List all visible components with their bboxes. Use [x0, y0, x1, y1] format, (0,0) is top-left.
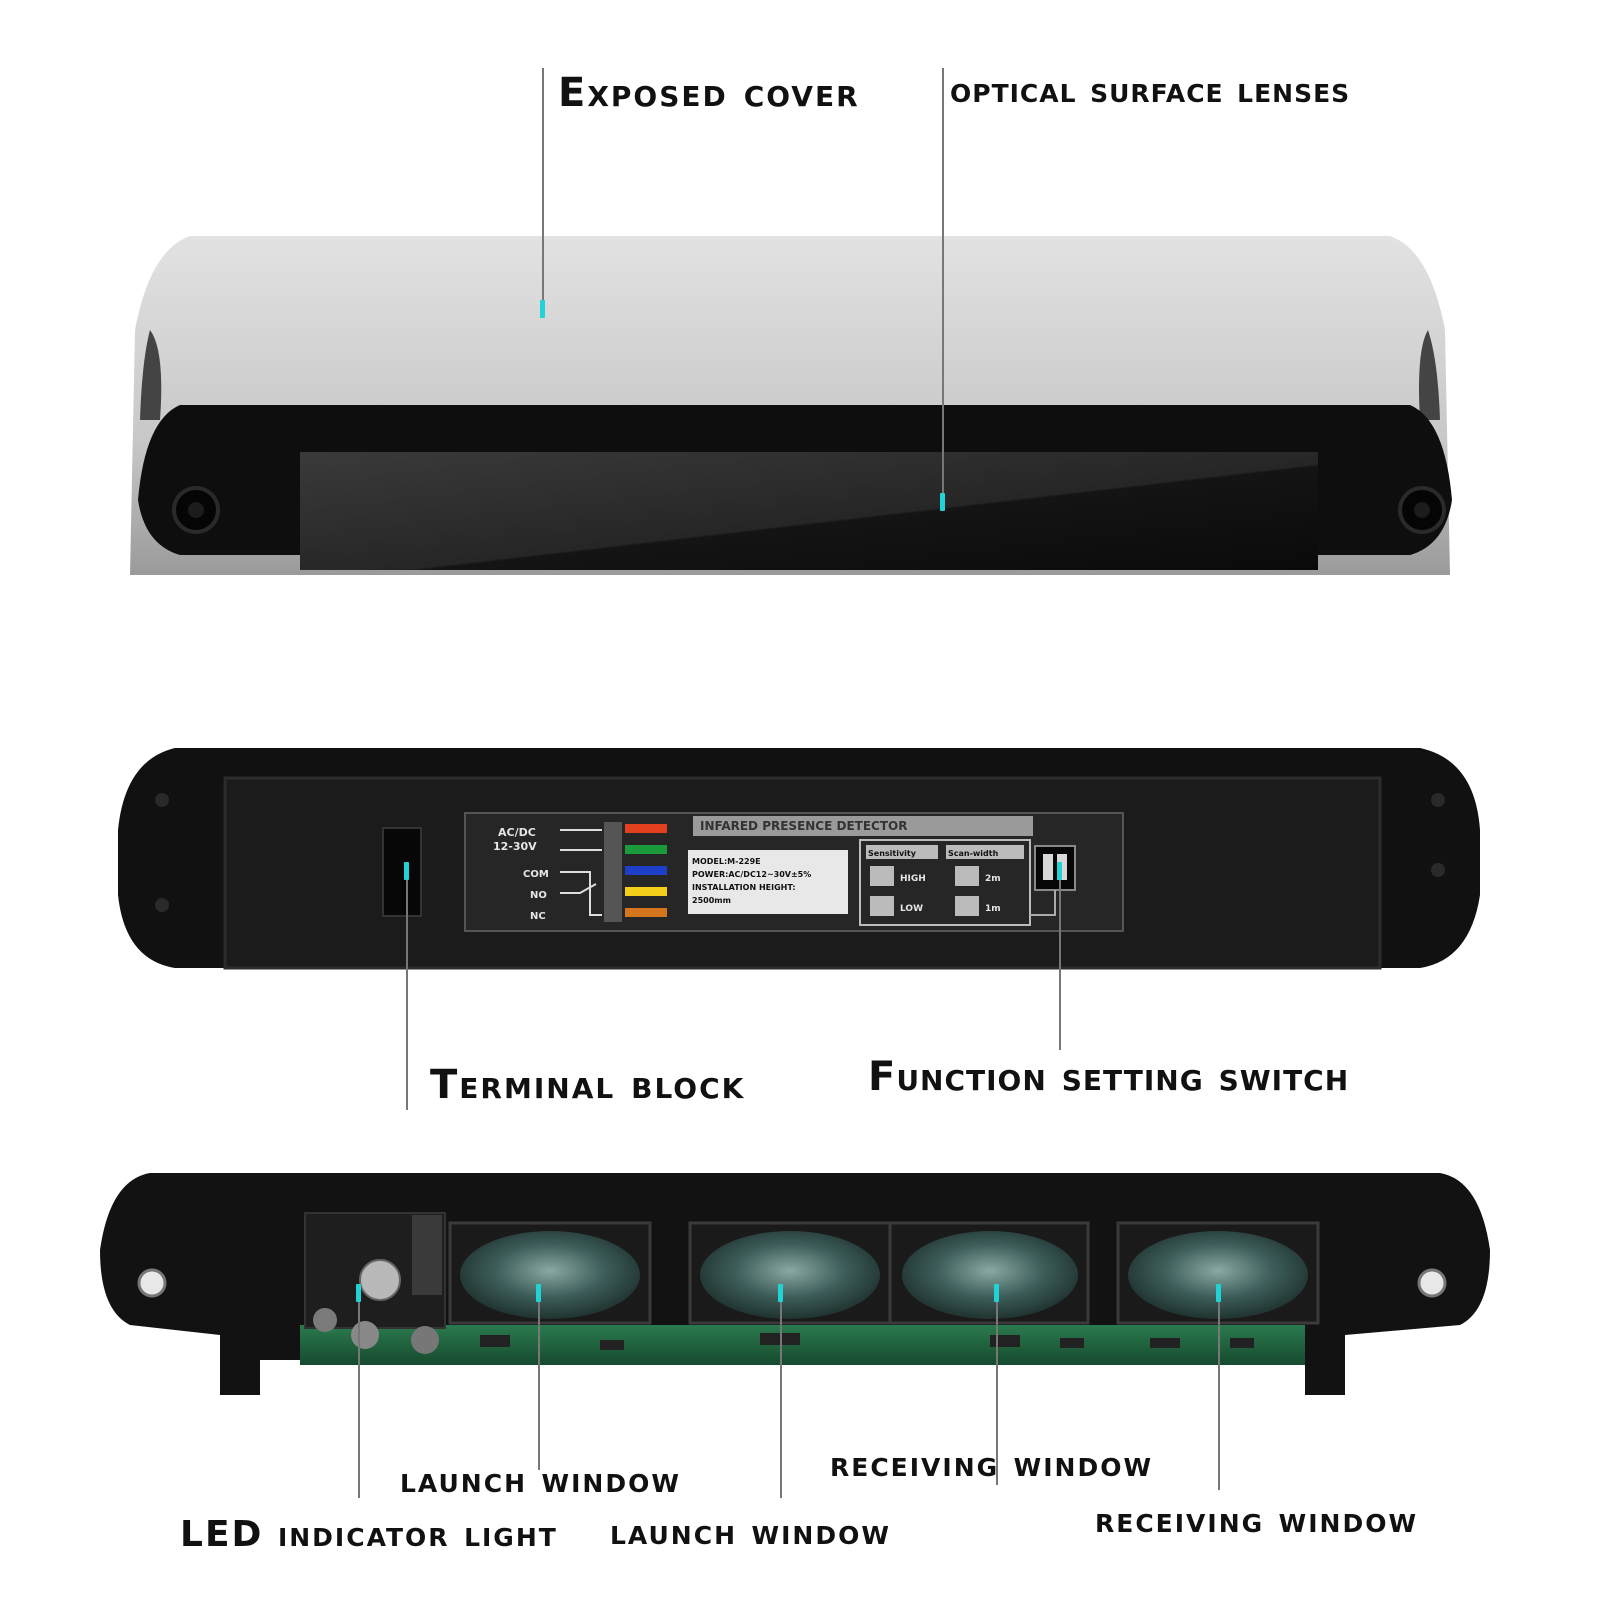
label-power-line1: AC/DC	[498, 826, 536, 839]
label-high: HIGH	[900, 874, 926, 884]
wire-yellow	[625, 887, 667, 896]
device-label-text: AC/DC 12-30V COM NO NC INFARED PRESENCE …	[493, 819, 1001, 922]
callout-launch-window-1: launch window	[400, 1460, 681, 1501]
label-title-bar	[693, 816, 1033, 836]
label-title: INFARED PRESENCE DETECTOR	[700, 819, 907, 833]
right-rib	[1419, 330, 1440, 420]
marker-receiving-1	[994, 1284, 999, 1302]
settings-table	[859, 839, 1031, 926]
led-indicator	[359, 1259, 401, 1301]
label-nc: NC	[530, 911, 546, 922]
label-scan-width: Scan-width	[948, 849, 999, 858]
device-front-view	[130, 236, 1452, 575]
lead-optical-lenses	[942, 68, 944, 508]
label-2m: 2m	[985, 874, 1001, 884]
label-com: COM	[523, 869, 549, 880]
marker-receiving-2	[1216, 1284, 1221, 1302]
device-back-view	[118, 748, 1480, 970]
model-box	[688, 850, 848, 914]
callout-optical-lenses: optical surface lenses	[950, 70, 1351, 111]
terminal-block	[382, 827, 422, 917]
mount-hole-left	[137, 1268, 167, 1298]
lead-receiving-2	[1218, 1290, 1220, 1490]
marker-launch-2	[778, 1284, 783, 1302]
wire-green	[625, 845, 667, 854]
label-no: NO	[530, 890, 547, 901]
device-internal-view	[100, 1173, 1490, 1395]
callout-led-indicator: LED indicator light	[180, 1514, 558, 1555]
label-low: LOW	[900, 904, 923, 914]
marker-led	[356, 1284, 361, 1302]
label-power-line2: 12-30V	[493, 840, 537, 853]
callout-receiving-window-2: receiving window	[1095, 1500, 1419, 1541]
lead-terminal-block	[406, 865, 408, 1110]
callout-terminal-block: Terminal block	[430, 1062, 746, 1108]
label-power: POWER:AC/DC12~30V±5%	[692, 870, 811, 879]
label-install: INSTALLATION HEIGHT:	[692, 883, 796, 892]
label-model: MODEL:M-229E	[692, 857, 761, 866]
marker-terminal-block	[404, 862, 409, 880]
lead-exposed-cover	[542, 68, 544, 316]
pcb-board	[300, 1325, 1305, 1365]
callout-receiving-window-1: receiving window	[830, 1444, 1154, 1485]
callout-function-switch: Function setting switch	[868, 1054, 1350, 1100]
lead-led	[358, 1290, 360, 1498]
lead-receiving-1	[996, 1290, 998, 1485]
mount-hole-right	[1417, 1268, 1447, 1298]
left-rib	[140, 330, 162, 420]
callout-launch-window-2: launch window	[610, 1512, 891, 1553]
wire-red	[625, 824, 667, 833]
lead-function-switch	[1059, 865, 1061, 1050]
callout-exposed-cover: Exposed cover	[558, 70, 860, 116]
marker-optical-lenses	[940, 493, 945, 511]
label-1m: 1m	[985, 904, 1001, 914]
label-install-value: 2500mm	[692, 896, 731, 905]
function-setting-switch	[1034, 845, 1076, 891]
lead-launch-2	[780, 1290, 782, 1498]
marker-exposed-cover	[540, 300, 545, 318]
wire-orange	[625, 908, 667, 917]
lead-launch-1	[538, 1290, 540, 1470]
label-sensitivity: Sensitivity	[868, 849, 917, 858]
marker-launch-1	[536, 1284, 541, 1302]
optical-lens-window	[300, 452, 1318, 570]
marker-function-switch	[1057, 862, 1062, 880]
wire-blue	[625, 866, 667, 875]
